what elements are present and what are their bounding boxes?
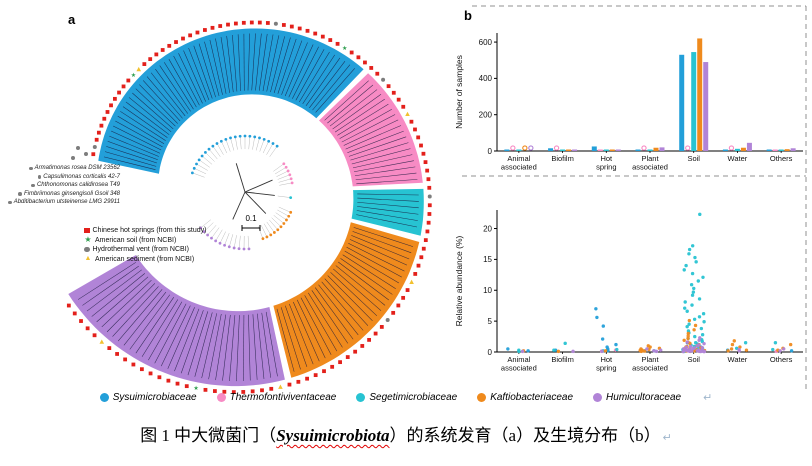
svg-text:200: 200 xyxy=(479,110,493,119)
sample-legend-label: American sediment (from NCBI) xyxy=(95,255,195,263)
scale-bar-value: 0.1 xyxy=(245,214,257,223)
sample-legend-item: Hydrothermal vent (from NCBI) xyxy=(84,246,207,253)
family-legend-item: Segetimicrobiaceae xyxy=(356,392,457,403)
paragraph-mark: ↵ xyxy=(662,432,672,444)
panel-b-label: b xyxy=(464,8,472,23)
outgroup-taxon: Abditibacterium utsteinense LMG 29911 xyxy=(8,198,120,207)
svg-text:spring: spring xyxy=(596,364,616,373)
gray-circle-icon xyxy=(29,166,33,171)
svg-text:Plant: Plant xyxy=(641,355,659,364)
svg-text:600: 600 xyxy=(479,38,493,47)
outgroup-taxon: Armatimonas rosea DSM 23562 xyxy=(14,164,120,173)
family-name: Thermofontiviventaceae xyxy=(229,392,337,403)
svg-text:★: ★ xyxy=(193,385,198,392)
outgroup-taxon-name: Chthonomonas calidirosea T49 xyxy=(36,182,120,189)
phylogenetic-tree xyxy=(190,134,294,251)
figure-caption: 图 1 中大微菌门（Sysuimicrobiota）的系统发育（a）及生境分布（… xyxy=(0,421,812,446)
gray-circle-icon xyxy=(31,183,35,188)
sample-legend-label: Hydrothermal vent (from NCBI) xyxy=(92,246,189,253)
family-name: Sysuimicrobiaceae xyxy=(112,392,197,403)
outgroup-taxon: Capsulimonas corticalis 42-7 xyxy=(14,173,120,182)
family-legend-item: Sysuimicrobiaceae xyxy=(99,392,197,403)
green-star-icon: ★ xyxy=(84,235,92,244)
svg-text:Water: Water xyxy=(728,355,748,364)
caption-latin-term: Sysuimicrobiota xyxy=(276,426,390,445)
svg-text:associated: associated xyxy=(501,364,537,373)
family-legend-item: Thermofontiviventaceae xyxy=(216,392,337,403)
sample-legend-item: ▲American sediment (from NCBI) xyxy=(84,255,207,263)
svg-text:associated: associated xyxy=(632,163,668,172)
svg-text:★: ★ xyxy=(342,45,347,52)
svg-text:Hot: Hot xyxy=(600,355,613,364)
svg-text:Biofilm: Biofilm xyxy=(551,355,574,364)
y-axis-label-relative-abundance: Relative abundance (%) xyxy=(454,235,464,327)
outgroup-taxon: Fimbriimonas ginsengisoli Gsoil 348 xyxy=(14,190,120,199)
svg-text:0: 0 xyxy=(488,348,493,357)
svg-text:15: 15 xyxy=(483,255,492,264)
sample-legend-item: ★American soil (from NCBI) xyxy=(84,235,207,244)
svg-text:Hot: Hot xyxy=(600,154,613,163)
family-legend-item: Humicultoraceae xyxy=(593,392,681,403)
family-color-dot-icon xyxy=(99,393,109,402)
svg-text:Animal: Animal xyxy=(507,355,530,364)
family-name: Kaftiobacteriaceae xyxy=(490,392,574,403)
svg-text:Soil: Soil xyxy=(687,355,700,364)
red-square-icon xyxy=(84,227,90,234)
svg-text:Others: Others xyxy=(770,154,793,163)
y-axis-label-number-of-samples: Number of samples xyxy=(454,55,464,129)
scale-bar-line xyxy=(241,225,261,231)
family-color-dot-icon xyxy=(477,393,487,402)
svg-text:Others: Others xyxy=(770,355,793,364)
outgroup-taxon-name: Abditibacterium utsteinense LMG 29911 xyxy=(13,199,120,206)
svg-text:400: 400 xyxy=(479,74,493,83)
svg-text:associated: associated xyxy=(632,364,668,373)
gray-circle-icon xyxy=(8,200,12,205)
taxon-label-marks xyxy=(77,33,419,382)
family-color-dot-icon xyxy=(216,393,226,402)
outgroup-taxon-name: Capsulimonas corticalis 42-7 xyxy=(43,173,120,180)
svg-text:10: 10 xyxy=(483,286,492,295)
family-color-dot-icon xyxy=(356,393,366,402)
family-name: Humicultoraceae xyxy=(606,392,682,403)
svg-text:Soil: Soil xyxy=(687,154,700,163)
gray-circle-icon xyxy=(18,192,22,196)
paragraph-mark: ↵ xyxy=(703,392,713,404)
svg-text:Water: Water xyxy=(728,154,748,163)
panel-b-dashed-border xyxy=(462,5,807,390)
svg-text:Animal: Animal xyxy=(507,154,530,163)
sample-legend-label: Chinese hot springs (from this study) xyxy=(92,227,207,234)
svg-text:★: ★ xyxy=(131,72,136,79)
gray-circle-icon xyxy=(37,175,42,179)
svg-text:20: 20 xyxy=(483,224,492,233)
sample-legend-label: American soil (from NCBI) xyxy=(95,236,177,244)
svg-text:associated: associated xyxy=(501,163,537,172)
gray-circle-icon xyxy=(84,246,90,253)
family-name: Segetimicrobiaceae xyxy=(369,392,458,403)
outgroup-taxon-name: Armatimonas rosea DSM 23562 xyxy=(34,165,120,171)
svg-text:5: 5 xyxy=(488,317,493,326)
family-legend: Sysuimicrobiaceae Thermofontiviventaceae S… xyxy=(0,391,812,404)
outgroup-taxon-name: Fimbriimonas ginsengisoli Gsoil 348 xyxy=(23,190,120,197)
svg-text:spring: spring xyxy=(596,163,616,172)
habitat-marker-ring: ★ ★ ★ xyxy=(66,20,432,394)
outgroup-taxon: Chthonomonas calidirosea T49 xyxy=(14,181,120,190)
family-ring-sectors xyxy=(68,28,424,387)
scale-bar: 0.1 xyxy=(240,214,262,223)
caption-prefix: 图 1 中大微菌门（ xyxy=(140,426,277,445)
panel-a-label: a xyxy=(68,12,76,27)
svg-text:Plant: Plant xyxy=(641,154,659,163)
svg-text:Biofilm: Biofilm xyxy=(551,154,574,163)
sample-legend-item: Chinese hot springs (from this study) xyxy=(84,227,207,234)
family-color-dot-icon xyxy=(593,393,603,402)
svg-text:0: 0 xyxy=(488,147,493,156)
sample-type-legend: Chinese hot springs (from this study)★Am… xyxy=(84,227,207,263)
family-legend-item: Kaftiobacteriaceae xyxy=(477,392,573,403)
caption-suffix: ）的系统发育（a）及生境分布（b） xyxy=(389,426,661,445)
yellow-triangle-icon: ▲ xyxy=(84,255,92,262)
